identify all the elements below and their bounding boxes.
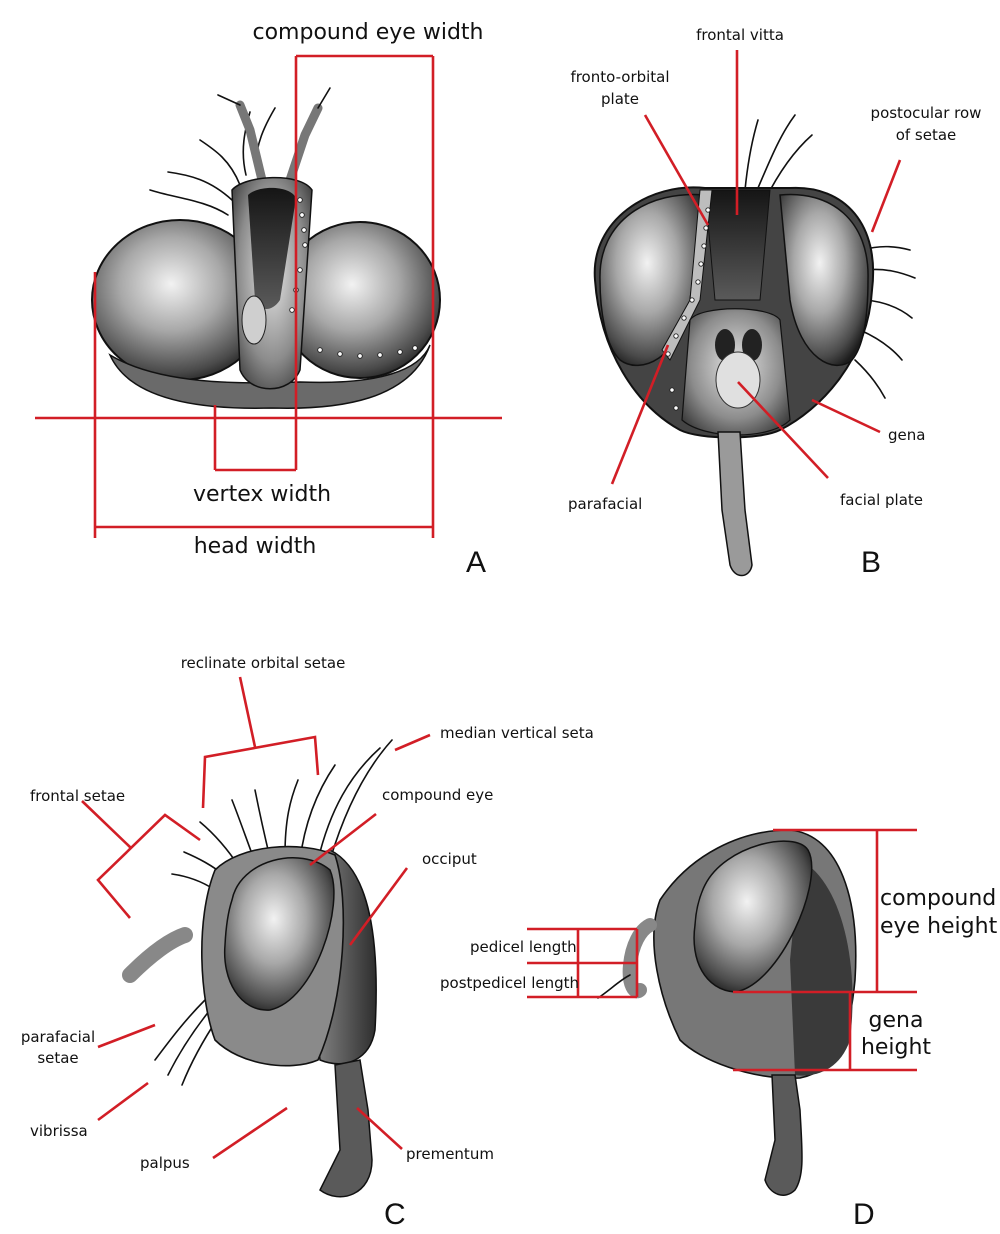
panel-d-measurement-lines bbox=[527, 828, 917, 1072]
panel-a-head-illustration bbox=[91, 87, 441, 409]
panel-b-leader-lines bbox=[610, 50, 902, 485]
panel-b-head-illustration bbox=[593, 114, 916, 577]
gena-height-label-line2: height bbox=[861, 1035, 931, 1060]
compound-eye-height-label-line1: compound bbox=[880, 886, 996, 911]
compound-eye-height-label-line2: eye height bbox=[880, 914, 998, 939]
pedicel-length-label: pedicel length bbox=[470, 938, 577, 956]
palpus-label: palpus bbox=[140, 1154, 190, 1172]
panel-c-leader-lines bbox=[81, 676, 431, 1160]
median-vertical-seta-label: median vertical seta bbox=[440, 724, 594, 742]
panel-b: frontal vitta fronto-orbital plate posto… bbox=[568, 26, 981, 579]
prementum-label: prementum bbox=[406, 1145, 494, 1163]
parafacial-label: parafacial bbox=[568, 495, 642, 513]
panel-d-letter: D bbox=[853, 1198, 875, 1231]
panel-c-head-illustration bbox=[122, 739, 393, 1198]
vertex-width-label: vertex width bbox=[193, 482, 331, 507]
vibrissa-label: vibrissa bbox=[30, 1122, 88, 1140]
postocular-row-label-line1: postocular row bbox=[871, 104, 982, 122]
occiput-label: occiput bbox=[422, 850, 477, 868]
panel-a-pores bbox=[289, 197, 418, 359]
parafacial-setae-label-line1: parafacial bbox=[21, 1028, 95, 1046]
panel-b-pores bbox=[665, 207, 711, 411]
panel-b-letter: B bbox=[861, 546, 881, 579]
panel-c: reclinate orbital setae median vertical … bbox=[21, 654, 594, 1231]
panel-a-measurement-lines bbox=[35, 54, 502, 538]
panel-c-letter: C bbox=[384, 1198, 406, 1231]
parafacial-setae-label-line2: setae bbox=[37, 1049, 78, 1067]
panel-d-head-illustration bbox=[597, 829, 857, 1196]
compound-eye-width-label: compound eye width bbox=[253, 20, 484, 45]
fronto-orbital-plate-label-line1: fronto-orbital bbox=[570, 68, 669, 86]
compound-eye-label: compound eye bbox=[382, 786, 493, 804]
postocular-row-label-line2: of setae bbox=[896, 126, 957, 144]
fronto-orbital-plate-label-line2: plate bbox=[601, 90, 639, 108]
gena-height-label-line1: gena bbox=[869, 1008, 924, 1033]
panel-a-letter: A bbox=[466, 546, 486, 579]
postpedicel-length-label: postpedicel length bbox=[440, 974, 579, 992]
head-width-label: head width bbox=[194, 534, 317, 559]
frontal-setae-label: frontal setae bbox=[30, 787, 125, 805]
frontal-vitta-label: frontal vitta bbox=[696, 26, 784, 44]
panel-a: compound eye width vertex width head wid… bbox=[35, 20, 502, 579]
reclinate-orbital-setae-label: reclinate orbital setae bbox=[181, 654, 346, 672]
panel-d: pedicel length postpedicel length compou… bbox=[440, 828, 998, 1231]
facial-plate-label: facial plate bbox=[840, 491, 923, 509]
gena-label: gena bbox=[888, 426, 925, 444]
